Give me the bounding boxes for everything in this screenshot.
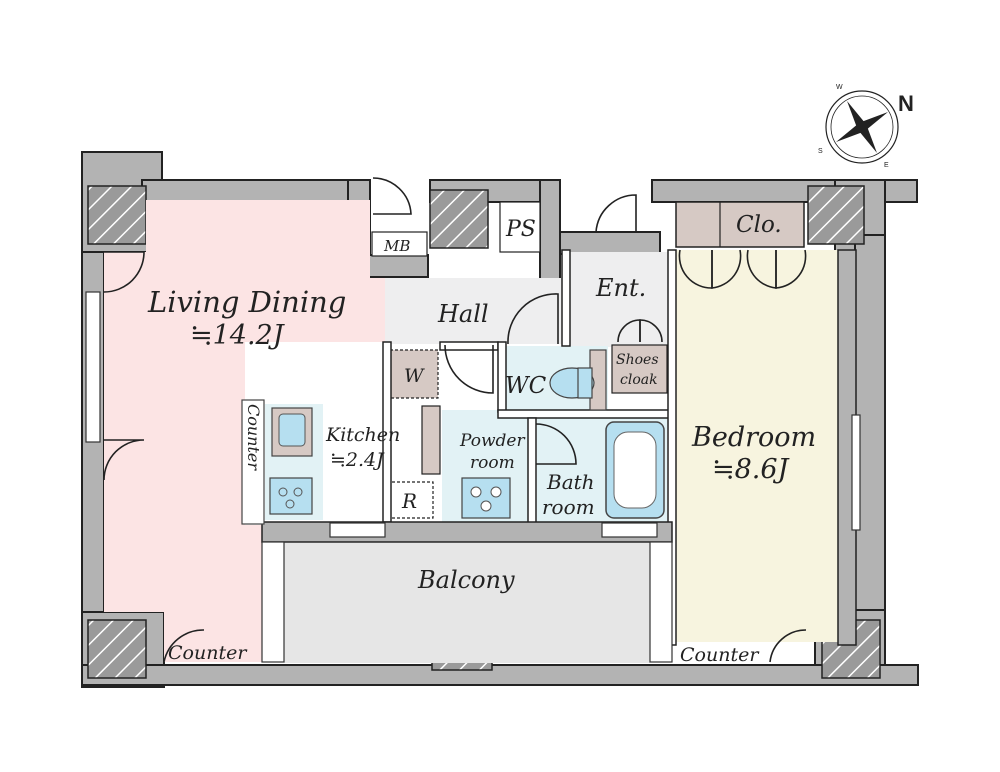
compass-rose: N E S W	[818, 84, 914, 169]
washer-space	[389, 349, 439, 399]
counter-kitchen-label: Counter	[244, 404, 263, 471]
ps-label: PS	[505, 217, 536, 242]
closet-block	[675, 201, 805, 248]
compass-east: E	[884, 162, 889, 169]
kitchen-label: Kitchen	[325, 424, 400, 446]
storage	[371, 201, 805, 519]
cloak-label: cloak	[620, 372, 658, 388]
balcony-area	[284, 543, 650, 663]
shoes-cloak-block	[611, 344, 668, 394]
hall-area	[385, 278, 570, 344]
powder-basin	[461, 477, 511, 519]
wc-label: WC	[505, 373, 547, 399]
ps-box	[499, 201, 541, 253]
living-dining-area-label: ≒14.2J	[190, 320, 286, 351]
counter-left-label: Counter	[168, 642, 248, 664]
powder-shelf	[421, 405, 441, 475]
counter-strip	[241, 399, 265, 525]
room-labels: Living Dining ≒14.2J Hall Ent. WC Shoes …	[147, 212, 816, 666]
doors	[103, 177, 807, 663]
fridge-label: R	[401, 489, 417, 513]
bedroom-label: Bedroom	[691, 422, 816, 453]
bedroom-area-label: ≒8.6J	[712, 454, 791, 485]
mb-label: MB	[383, 237, 410, 255]
entrance-label: Ent.	[595, 274, 646, 302]
stove	[269, 477, 313, 515]
balcony-label: Balcony	[417, 566, 515, 594]
washer-label: W	[404, 365, 425, 387]
powder-room-label: room	[470, 453, 515, 473]
hall-label: Hall	[437, 300, 489, 328]
living-dining-label: Living Dining	[147, 285, 346, 319]
counter-right-label: Counter	[680, 644, 760, 666]
windows	[85, 291, 861, 663]
compass-west: W	[836, 84, 843, 91]
entrance-area	[565, 252, 669, 347]
fixtures	[241, 349, 665, 525]
bedroom-area	[675, 250, 840, 642]
shoes-label: Shoes	[616, 352, 659, 368]
closet-label: Clo.	[736, 212, 782, 238]
compass-north: N	[898, 91, 914, 116]
mb-box	[371, 231, 428, 257]
compass-south: S	[818, 148, 823, 155]
powder-label: Powder	[459, 431, 525, 451]
kitchen-area-label: ≒2.4J	[330, 449, 385, 471]
bath-label: Bath	[546, 470, 595, 494]
bath-room-label: room	[542, 495, 595, 519]
